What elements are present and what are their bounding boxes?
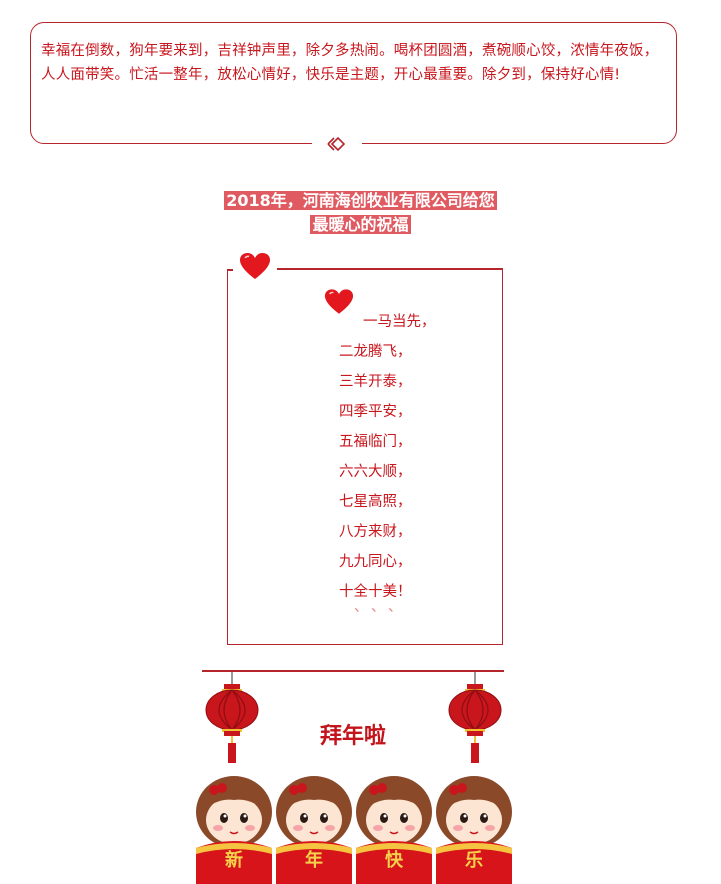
doll-figure: 年 — [272, 772, 356, 884]
doll-char: 新 — [225, 850, 243, 871]
poem-frame — [227, 269, 503, 645]
poem-line: 八方来财， — [339, 524, 412, 540]
poem-trail: 、、、 — [354, 599, 412, 615]
greeting-text: 幸福在倒数，狗年要来到，吉祥钟声里，除夕多热闹。喝杯团圆酒，煮碗顺心饺，浓情年夜… — [41, 43, 659, 83]
poem-line: 三羊开泰， — [339, 374, 412, 390]
doll-char: 乐 — [465, 850, 483, 871]
title-line-2: 最暖心的祝福 — [310, 215, 411, 234]
doll-icon — [436, 776, 512, 884]
frame-top-edge-left — [227, 269, 233, 271]
greeting-card: 幸福在倒数，狗年要来到，吉祥钟声里，除夕多热闹。喝杯团圆酒，煮碗顺心饺，浓情年夜… — [30, 22, 677, 144]
heart-icon — [240, 253, 270, 279]
poem-lines: 一马当先， 二龙腾飞， 三羊开泰， 四季平安， 五福临门， 六六大顺， 七星高照… — [339, 307, 499, 607]
poem-line: 六六大顺， — [339, 464, 412, 480]
doll-char: 快 — [385, 850, 403, 871]
doll-figure: 新 — [192, 772, 276, 884]
title-line-1: 2018年，河南海创牧业有限公司给您 — [224, 191, 497, 210]
doll-figure: 乐 — [432, 772, 516, 884]
poem-line: 九九同心， — [339, 554, 412, 570]
lantern-icon — [205, 672, 259, 763]
doll-char: 年 — [305, 850, 323, 871]
poem-line: 十全十美！ — [339, 584, 412, 600]
poem-line: 七星高照， — [339, 494, 412, 510]
lantern-icon — [448, 672, 502, 763]
doll-icon — [196, 776, 272, 884]
doll-figure: 快 — [352, 772, 436, 884]
poem-line: 五福临门， — [339, 434, 412, 450]
doll-icon — [356, 776, 432, 884]
doll-icon — [276, 776, 352, 884]
frame-top-edge-right — [277, 268, 503, 270]
lantern-hanging-bar — [202, 670, 504, 672]
bainian-heading: 拜年啦 — [319, 724, 386, 749]
diamond-ornament-icon — [312, 131, 362, 157]
new-year-dolls: 新 年 快 — [190, 772, 520, 884]
poem-line: 一马当先， — [363, 314, 436, 330]
poem-line: 四季平安， — [339, 404, 412, 420]
poem-line: 二龙腾飞， — [339, 344, 412, 360]
heart-icon-small — [324, 289, 354, 314]
